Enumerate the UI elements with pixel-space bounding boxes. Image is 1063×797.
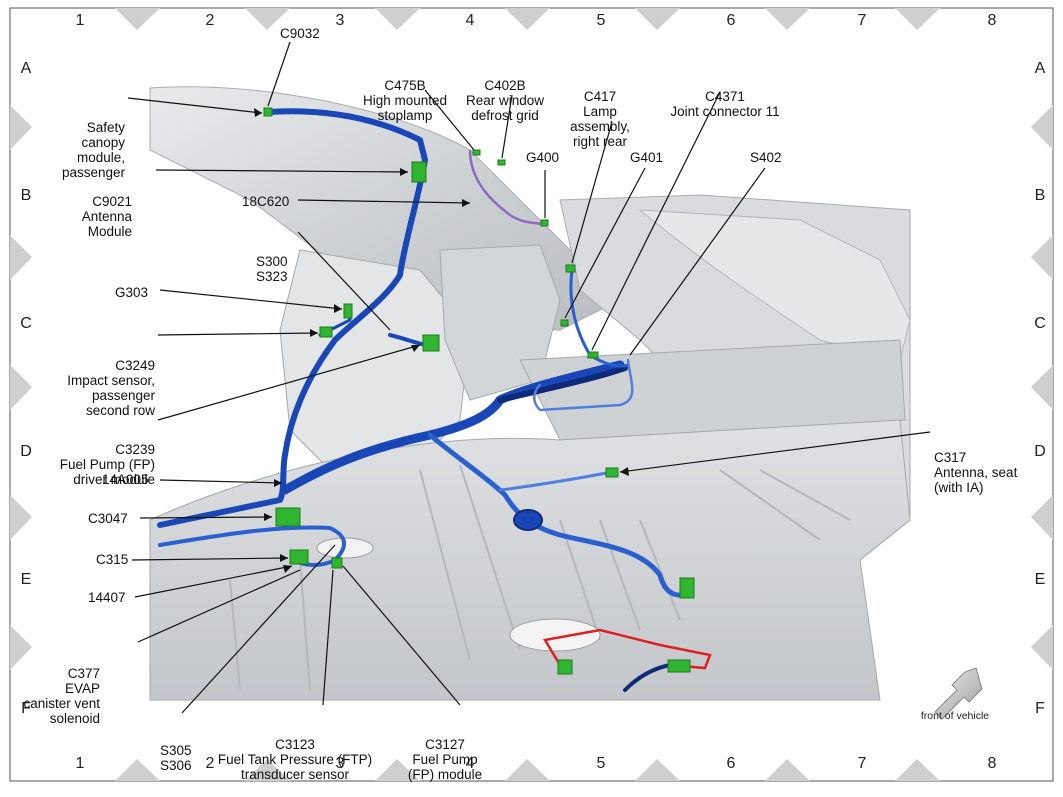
label-c3047: C3047: [88, 511, 128, 526]
grid-col-2-top: 2: [205, 12, 215, 29]
label-g303: G303: [115, 285, 149, 300]
grid-col-3-bottom: 3: [335, 755, 345, 772]
grid-col-1-top: 1: [75, 12, 85, 29]
purple-wire: [468, 149, 546, 227]
leader-arrowheads: [254, 108, 629, 573]
floor-opening: [509, 618, 601, 652]
grid-col-8-top: 8: [987, 12, 997, 29]
front-of-vehicle-label: front of vehicle: [920, 710, 990, 722]
grid-row-a-left: A: [20, 60, 32, 77]
grid-markers: [10, 8, 1053, 781]
grid-col-6-top: 6: [726, 12, 736, 29]
grid-row-e-right: E: [1034, 571, 1046, 588]
floor-ribs: [229, 464, 851, 691]
leader-lines: [127, 41, 931, 714]
label-c9032: C9032: [280, 26, 320, 41]
front-of-vehicle-arrow-icon: [934, 667, 983, 720]
label-14407: 14407: [88, 590, 126, 605]
label-c315: C315: [96, 552, 129, 567]
label-g401: G401: [630, 150, 664, 165]
grid-row-f-left: F: [21, 700, 31, 717]
grid-row-c-left: C: [20, 315, 32, 332]
grid-col-8-bottom: 8: [987, 755, 997, 772]
grid-col-1-bottom: 1: [75, 755, 85, 772]
floor-pan: [149, 419, 911, 701]
grid-row-c-right: C: [1034, 315, 1046, 332]
grid-row-b-left: B: [20, 187, 32, 204]
grid-col-4-bottom: 4: [465, 755, 475, 772]
grid-row-b-right: B: [1034, 187, 1046, 204]
grid-col-4-top: 4: [465, 12, 475, 29]
label-18c620: 18C620: [242, 194, 290, 209]
grid-col-2-bottom: 2: [205, 755, 215, 772]
grid-col-7-bottom: 7: [857, 755, 867, 772]
label-s402: S402: [750, 150, 782, 165]
label-g400: G400: [526, 150, 560, 165]
grid-row-d-right: D: [1034, 443, 1046, 460]
connectors: [263, 107, 695, 675]
grid-row-d-left: D: [20, 443, 32, 460]
grid-col-7-top: 7: [857, 12, 867, 29]
grid-row-e-left: E: [20, 571, 32, 588]
grid-col-5-top: 5: [596, 12, 606, 29]
grid-row-a-right: A: [1034, 60, 1046, 77]
label-14a005: 14A005: [102, 472, 149, 487]
grid-col-3-top: 3: [335, 12, 345, 29]
grid-col-5-bottom: 5: [596, 755, 606, 772]
red-wire: [542, 628, 712, 670]
grid-col-6-bottom: 6: [726, 755, 736, 772]
grid-row-f-right: F: [1035, 700, 1045, 717]
